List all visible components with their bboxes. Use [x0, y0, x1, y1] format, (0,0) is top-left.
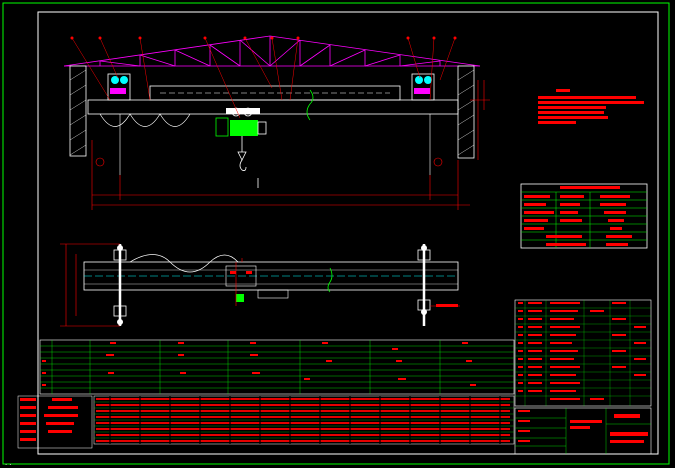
top-view-markers [230, 271, 458, 307]
top-view-end-trucks [113, 244, 431, 326]
right-end-truck [411, 73, 435, 101]
front-leader-lines [71, 37, 456, 119]
inner-border [37, 11, 659, 455]
front-dimensions [91, 80, 490, 210]
crane-front-view [87, 85, 459, 175]
status-text: .. [4, 459, 13, 467]
left-end-truck [107, 73, 131, 101]
left-wall [69, 65, 87, 157]
outer-border [2, 2, 670, 465]
revision-block [17, 395, 93, 449]
title-block [514, 407, 652, 455]
bill-of-materials [39, 339, 515, 445]
specification-table [520, 183, 648, 249]
front-callout-markers [70, 36, 457, 167]
hoist-trolley [215, 107, 267, 137]
component-list [514, 299, 652, 407]
technical-notes [538, 89, 644, 124]
crane-top-view [83, 254, 459, 302]
hook [237, 136, 259, 188]
roof-truss [63, 35, 481, 67]
right-wall [457, 65, 475, 159]
